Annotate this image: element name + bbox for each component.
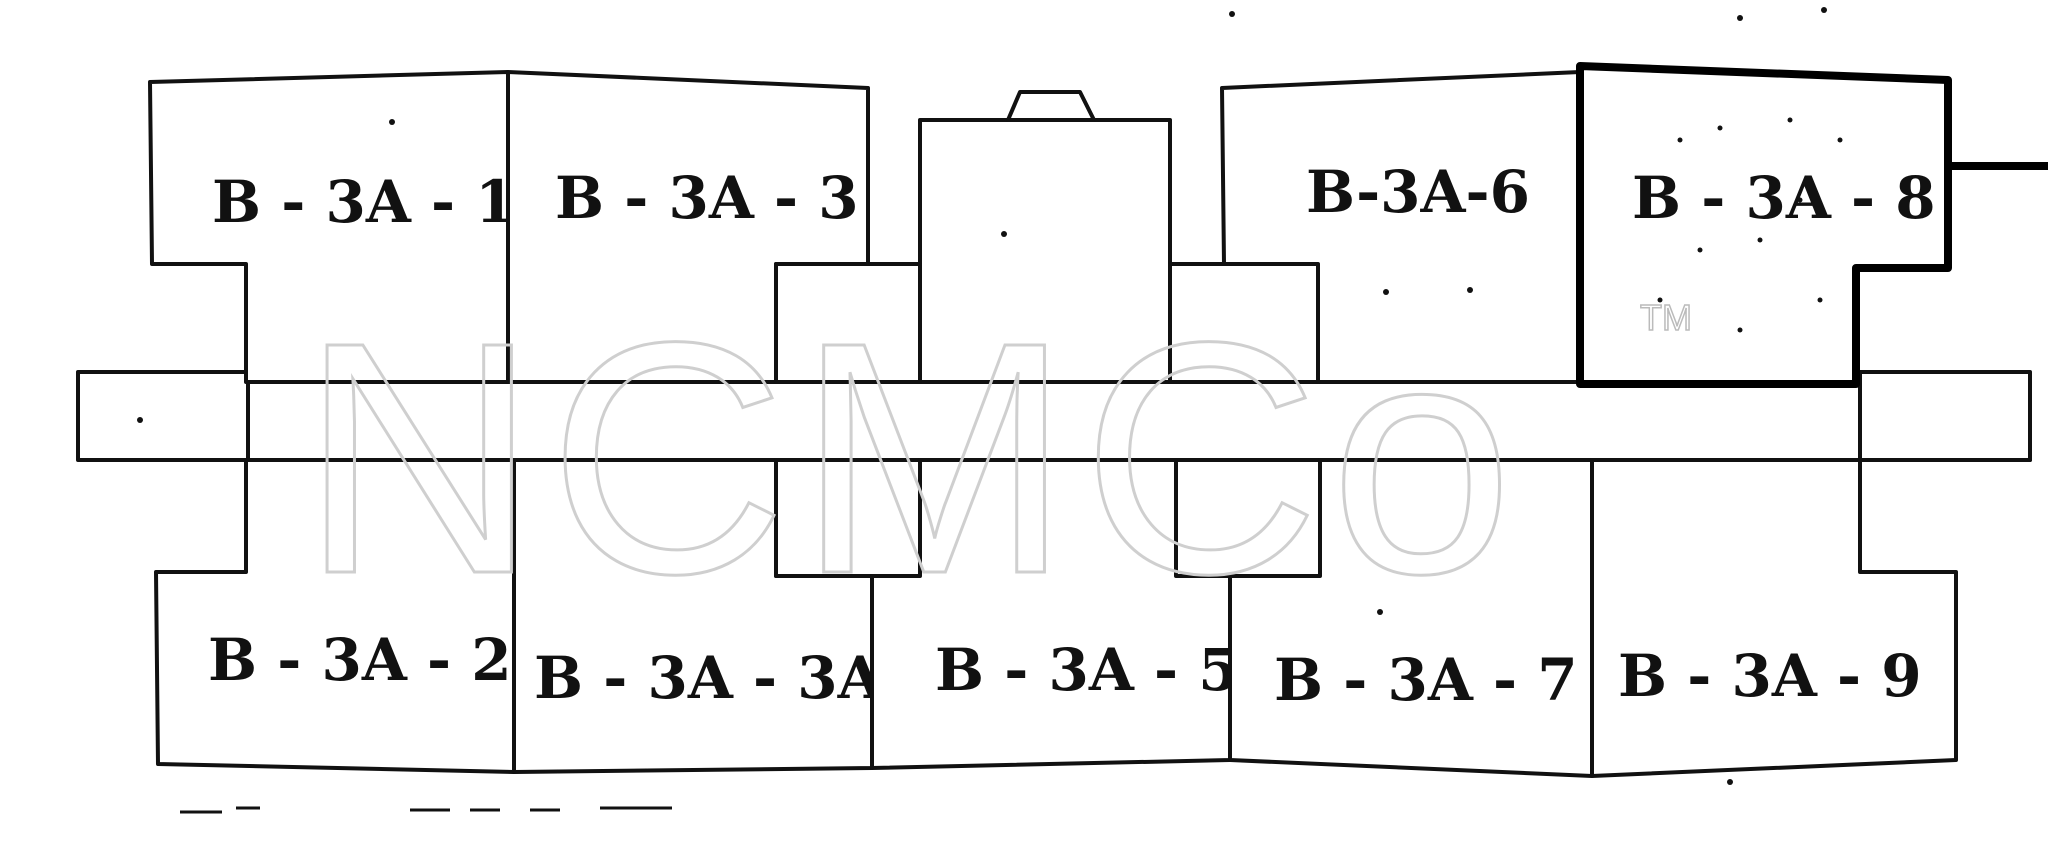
- unit-label-b3a3: B - 3A - 3: [555, 164, 859, 232]
- unit-label-b3a9: B - 3A - 9: [1618, 642, 1922, 710]
- unit-b3a2[interactable]: B - 3A - 2: [154, 458, 516, 774]
- unit-label-b3a2: B - 3A - 2: [208, 626, 512, 694]
- unit-label-b3a5: B - 3A - 5: [935, 636, 1239, 704]
- unit-b3a9[interactable]: B - 3A - 9: [1590, 458, 1958, 778]
- unit-label-b3a8: B - 3A - 8: [1632, 164, 1936, 232]
- watermark-trademark: TM: [1640, 297, 1692, 338]
- unit-label-b3a3a: B - 3A - 3A: [534, 644, 884, 712]
- unit-b3a7[interactable]: B - 3A - 7: [1228, 458, 1594, 778]
- unit-label-b3a7: B - 3A - 7: [1274, 646, 1578, 714]
- unit-b3a8[interactable]: B - 3A - 8: [1576, 62, 2048, 388]
- corridor-end-left: [76, 370, 250, 462]
- unit-b3a3[interactable]: B - 3A - 3: [506, 70, 870, 384]
- unit-b3a1[interactable]: B - 3A - 1: [148, 70, 516, 384]
- lower-core: [774, 458, 1322, 578]
- central-core: [774, 90, 1320, 384]
- unit-label-b3a6: B-3A-6: [1306, 158, 1530, 226]
- footer-marks: [180, 806, 672, 814]
- scan-noise: [137, 7, 1843, 785]
- unit-label-b3a1: B - 3A - 1: [212, 168, 516, 236]
- unit-b3a5[interactable]: B - 3A - 5: [870, 458, 1239, 770]
- corridor-end-right: [1858, 370, 2032, 462]
- watermark-text: NCMCo: [300, 273, 1523, 642]
